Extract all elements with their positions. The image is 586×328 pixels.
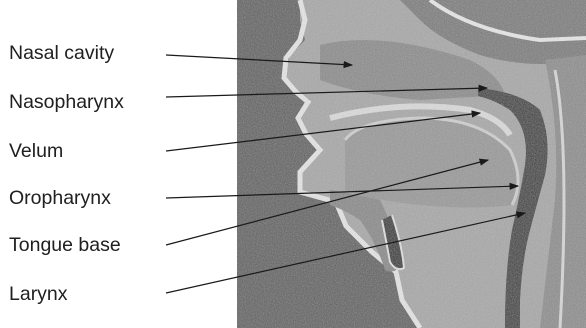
label-nasal-cavity: Nasal cavity — [9, 41, 114, 65]
label-larynx: Larynx — [9, 282, 68, 306]
label-oropharynx: Oropharynx — [9, 186, 111, 210]
label-tongue-base: Tongue base — [9, 233, 121, 257]
label-velum: Velum — [9, 139, 63, 163]
label-nasopharynx: Nasopharynx — [9, 90, 124, 114]
